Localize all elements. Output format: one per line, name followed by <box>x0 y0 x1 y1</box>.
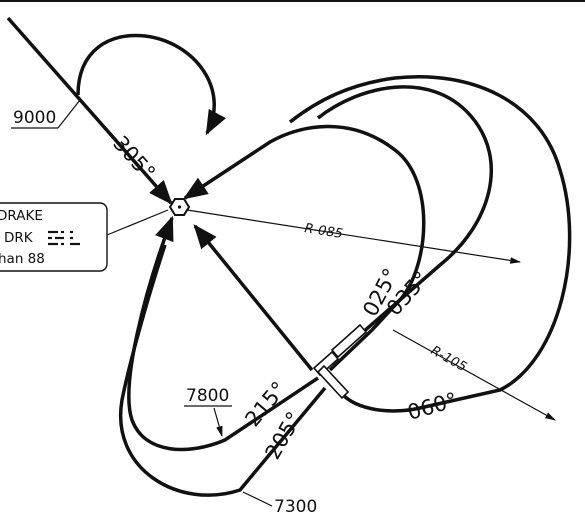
navaid-frequency: han 88 <box>0 251 45 267</box>
departure-025-loop <box>182 124 426 372</box>
morse-code-icon <box>48 230 80 246</box>
direct-track-to-vor <box>193 224 314 372</box>
heading-060: 060° <box>405 388 460 425</box>
departure-035-loop <box>316 85 494 335</box>
inbound-track-305 <box>6 16 173 205</box>
navaid-info-box <box>0 202 108 272</box>
altitude-9000-leader <box>57 99 81 129</box>
radial-r105-line <box>392 329 556 421</box>
departure-060-loop <box>288 75 572 413</box>
navaid-ident: DRK <box>4 230 34 246</box>
runway-symbol <box>312 323 368 400</box>
radial-r085-line <box>186 209 522 264</box>
altitude-7800-leader <box>213 407 223 438</box>
altitude-9000: 9000 <box>13 108 56 128</box>
radial-r105-label: R-105 <box>428 343 469 375</box>
heading-305: 305° <box>108 131 160 185</box>
radial-r085-label: R-085 <box>303 221 343 242</box>
altitude-7800: 7800 <box>186 386 229 406</box>
altitude-7300: 7300 <box>274 497 317 517</box>
departure-215-loop <box>127 215 319 452</box>
departure-205-loop <box>118 244 327 497</box>
navaid-name: DRAKE <box>0 208 43 224</box>
vortac-hexagon-icon <box>168 198 191 216</box>
navaid-leader-line <box>106 209 169 236</box>
altitude-7300-leader <box>242 491 273 507</box>
turn-loop-9000 <box>76 33 227 136</box>
